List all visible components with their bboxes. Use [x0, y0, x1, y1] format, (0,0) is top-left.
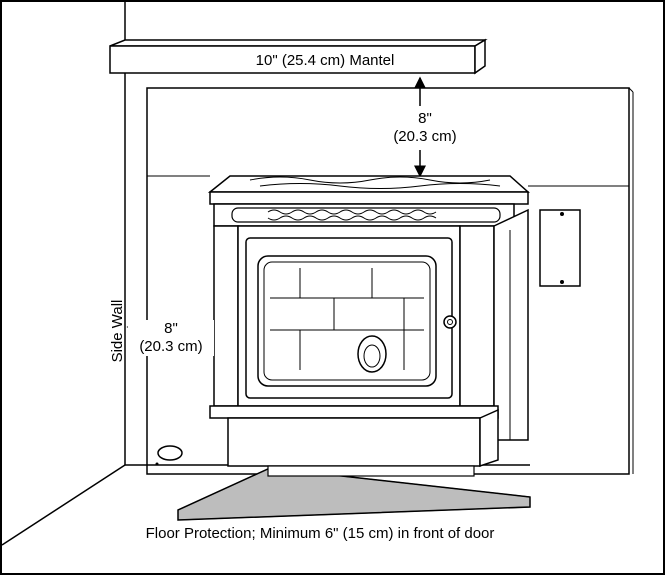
- side-cover-plate: [539, 209, 581, 287]
- side-clearance-cm: (20.3 cm): [139, 338, 203, 355]
- stove-top: [207, 175, 530, 205]
- side-clearance-inches: 8": [164, 320, 178, 337]
- top-clearance-label: 8" (20.3 cm): [375, 110, 475, 146]
- side-wall-label: Side Wall: [109, 299, 126, 363]
- side-clearance-label: 8" (20.3 cm): [128, 320, 214, 356]
- stove-base: [209, 405, 499, 477]
- stove-trim-band: [213, 203, 515, 227]
- stove-door: [245, 237, 457, 399]
- top-clearance-inches: 8": [418, 110, 432, 127]
- top-clearance-cm: (20.3 cm): [393, 128, 457, 145]
- mantel-shelf: [109, 38, 488, 75]
- mantel-label: 10" (25.4 cm) Mantel: [255, 52, 395, 69]
- floor-protection-label: Floor Protection; Minimum 6" (15 cm) in …: [145, 525, 495, 542]
- wall-outlet: [155, 445, 183, 466]
